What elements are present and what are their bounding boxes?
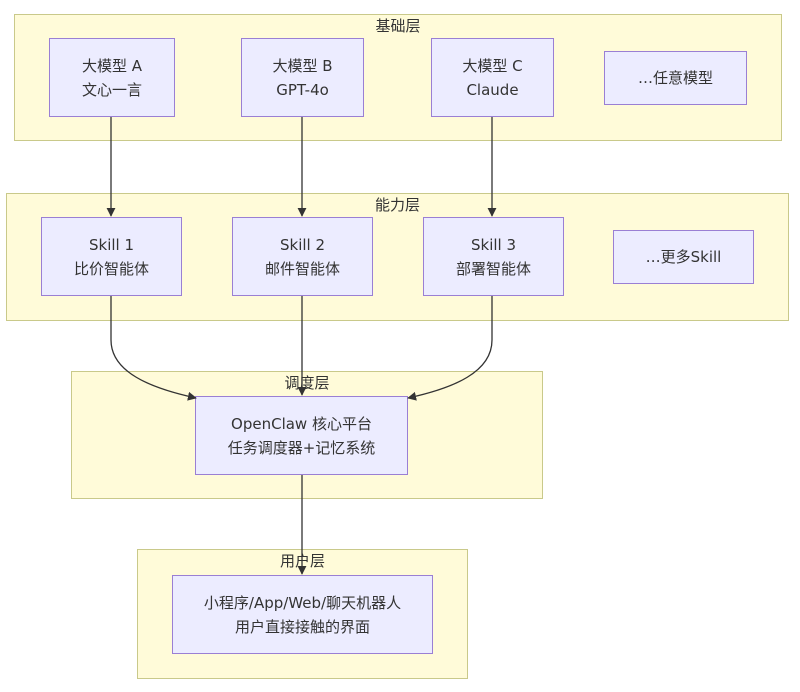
layer-capability-title: 能力层 — [374, 196, 420, 214]
node-core-platform[interactable]: OpenClaw 核心平台 任务调度器+记忆系统 — [195, 396, 408, 475]
node-skill-3-detail: 部署智能体 — [455, 259, 531, 278]
node-model-b-detail: GPT-4o — [276, 80, 329, 99]
node-model-a-detail: 文心一言 — [81, 80, 142, 99]
node-skill-more[interactable]: …更多Skill — [613, 230, 754, 284]
node-model-a-name: 大模型 A — [81, 56, 143, 75]
node-model-b-name: 大模型 B — [272, 56, 333, 75]
node-skill-2[interactable]: Skill 2 邮件智能体 — [232, 217, 373, 296]
node-skill-3[interactable]: Skill 3 部署智能体 — [423, 217, 564, 296]
node-skill-more-label: …更多Skill — [645, 248, 722, 266]
node-model-b[interactable]: 大模型 B GPT-4o — [241, 38, 364, 117]
node-skill-1-name: Skill 1 — [88, 235, 135, 254]
node-model-c-name: 大模型 C — [462, 56, 523, 75]
node-client-interface-name: 小程序/App/Web/聊天机器人 — [203, 593, 402, 612]
node-skill-1[interactable]: Skill 1 比价智能体 — [41, 217, 182, 296]
node-client-interface[interactable]: 小程序/App/Web/聊天机器人 用户直接接触的界面 — [172, 575, 433, 654]
node-model-c-detail: Claude — [466, 80, 519, 99]
layer-scheduling-title: 调度层 — [284, 374, 330, 392]
node-model-a[interactable]: 大模型 A 文心一言 — [49, 38, 175, 117]
layer-user-title: 用户层 — [279, 552, 325, 570]
node-skill-2-name: Skill 2 — [279, 235, 326, 254]
node-model-c[interactable]: 大模型 C Claude — [431, 38, 554, 117]
node-model-more[interactable]: …任意模型 — [604, 51, 747, 105]
node-model-more-label: …任意模型 — [637, 69, 713, 87]
node-skill-3-name: Skill 3 — [470, 235, 517, 254]
node-core-platform-detail: 任务调度器+记忆系统 — [227, 438, 376, 457]
node-client-interface-detail: 用户直接接触的界面 — [234, 617, 370, 636]
node-skill-1-detail: 比价智能体 — [73, 259, 149, 278]
layer-base-title: 基础层 — [375, 17, 421, 35]
node-skill-2-detail: 邮件智能体 — [264, 259, 340, 278]
node-core-platform-name: OpenClaw 核心平台 — [231, 414, 372, 433]
